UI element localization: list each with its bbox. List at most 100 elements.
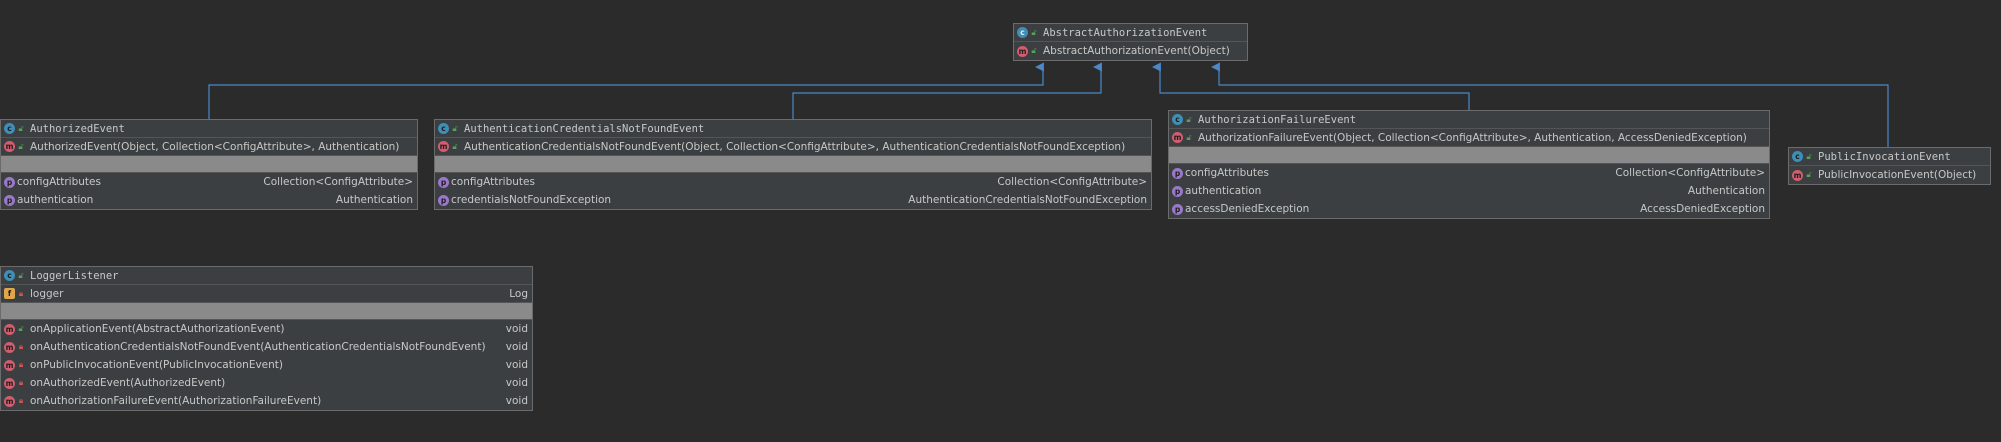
property-row: p accessDeniedException AccessDeniedExce… bbox=[1169, 200, 1769, 218]
constructor-signature: AbstractAuthorizationEvent(Object) bbox=[1043, 45, 1230, 57]
constructor-signature: AuthorizationFailureEvent(Object, Collec… bbox=[1198, 131, 1747, 144]
method-return-type: void bbox=[505, 323, 528, 335]
property-name: authentication bbox=[17, 194, 94, 206]
class-header: c 🔓︎ AuthorizedEvent bbox=[1, 120, 417, 138]
fields-separator bbox=[435, 156, 1151, 173]
class-icon: c bbox=[1792, 151, 1803, 162]
lock-open-icon: 🔓︎ bbox=[1031, 27, 1037, 37]
lock-open-icon: 🔓︎ bbox=[1806, 151, 1812, 161]
method-signature: onAuthorizedEvent(AuthorizedEvent) bbox=[30, 377, 226, 389]
class-icon: c bbox=[4, 123, 15, 134]
field-row: f 🔒︎ logger Log bbox=[1, 285, 532, 303]
method-return-type: void bbox=[505, 395, 528, 407]
field-icon: f bbox=[4, 288, 15, 299]
method-row: m 🔒︎ onPublicInvocationEvent(PublicInvoc… bbox=[1, 356, 532, 374]
method-signature: onPublicInvocationEvent(PublicInvocation… bbox=[30, 359, 283, 371]
property-type: AuthenticationCredentialsNotFoundExcepti… bbox=[908, 194, 1147, 206]
property-icon: p bbox=[438, 194, 449, 206]
constructor-signature: PublicInvocationEvent(Object) bbox=[1818, 169, 1977, 181]
property-icon: p bbox=[4, 194, 15, 206]
method-icon: m bbox=[4, 359, 15, 371]
edge-public-invocation-event bbox=[1210, 62, 1889, 147]
property-icon: p bbox=[438, 176, 449, 188]
class-node-public-invocation-event[interactable]: c 🔓︎ PublicInvocationEvent m 🔓︎ PublicIn… bbox=[1788, 147, 1991, 185]
method-icon: m bbox=[1017, 45, 1028, 57]
lock-icon: 🔒︎ bbox=[18, 360, 24, 369]
method-row: m 🔒︎ onAuthorizedEvent(AuthorizedEvent) … bbox=[1, 374, 532, 392]
fields-separator bbox=[1, 156, 417, 173]
method-icon: m bbox=[4, 377, 15, 389]
edge-authorized-event bbox=[208, 62, 1044, 119]
class-name: LoggerListener bbox=[30, 269, 119, 282]
lock-icon: 🔒︎ bbox=[18, 288, 24, 298]
lock-open-icon: 🔓︎ bbox=[1186, 114, 1192, 124]
method-icon: m bbox=[438, 141, 449, 152]
constructor-signature: AuthorizedEvent(Object, Collection<Confi… bbox=[30, 140, 400, 153]
method-row: m 🔒︎ onAuthorizationFailureEvent(Authori… bbox=[1, 392, 532, 410]
abstract-class-icon: c bbox=[1017, 27, 1028, 38]
property-row: p configAttributes Collection<ConfigAttr… bbox=[1169, 164, 1769, 182]
property-row: p authentication Authentication bbox=[1, 191, 417, 209]
property-icon: p bbox=[1172, 167, 1183, 179]
lock-open-icon: 🔓︎ bbox=[1186, 132, 1192, 142]
class-header: c 🔓︎ AuthorizationFailureEvent bbox=[1169, 111, 1769, 129]
property-icon: p bbox=[1172, 203, 1183, 215]
lock-open-icon: 🔓︎ bbox=[18, 123, 24, 133]
property-type: Authentication bbox=[1687, 185, 1765, 197]
property-name: configAttributes bbox=[1185, 167, 1269, 179]
edge-credentials-not-found-event bbox=[792, 62, 1102, 119]
property-type: Collection<ConfigAttribute> bbox=[263, 176, 413, 188]
class-name: AbstractAuthorizationEvent bbox=[1043, 26, 1208, 39]
field-name: logger bbox=[30, 287, 64, 300]
property-row: p authentication Authentication bbox=[1169, 182, 1769, 200]
class-node-authentication-credentials-not-found-event[interactable]: c 🔓︎ AuthenticationCredentialsNotFoundEv… bbox=[434, 119, 1152, 210]
class-icon: c bbox=[438, 123, 449, 134]
method-row: m 🔓︎ onApplicationEvent(AbstractAuthoriz… bbox=[1, 320, 532, 338]
property-name: configAttributes bbox=[17, 176, 101, 188]
property-type: AccessDeniedException bbox=[1640, 203, 1765, 215]
method-icon: m bbox=[4, 323, 15, 335]
property-name: accessDeniedException bbox=[1185, 203, 1310, 215]
constructor-row: m 🔓︎ AuthorizedEvent(Object, Collection<… bbox=[1, 138, 417, 156]
class-icon: c bbox=[1172, 114, 1183, 125]
edge-authorization-failure-event bbox=[1151, 62, 1470, 110]
class-icon: c bbox=[4, 270, 15, 281]
lock-open-icon: 🔓︎ bbox=[1031, 46, 1037, 55]
field-type: Log bbox=[509, 287, 528, 300]
method-signature: onAuthenticationCredentialsNotFoundEvent… bbox=[30, 341, 486, 353]
property-type: Collection<ConfigAttribute> bbox=[997, 176, 1147, 188]
property-row: p configAttributes Collection<ConfigAttr… bbox=[1, 173, 417, 191]
method-icon: m bbox=[1792, 169, 1803, 181]
method-icon: m bbox=[4, 341, 15, 353]
lock-open-icon: 🔓︎ bbox=[452, 141, 458, 151]
constructor-signature: AuthenticationCredentialsNotFoundEvent(O… bbox=[464, 140, 1126, 153]
method-return-type: void bbox=[505, 359, 528, 371]
property-type: Collection<ConfigAttribute> bbox=[1615, 167, 1765, 179]
lock-open-icon: 🔓︎ bbox=[18, 324, 24, 333]
class-node-logger-listener[interactable]: c 🔓︎ LoggerListener f 🔒︎ logger Log m 🔓︎… bbox=[0, 266, 533, 411]
lock-icon: 🔒︎ bbox=[18, 396, 24, 405]
lock-open-icon: 🔓︎ bbox=[1806, 170, 1812, 179]
lock-open-icon: 🔓︎ bbox=[18, 141, 24, 151]
property-name: credentialsNotFoundException bbox=[451, 194, 612, 206]
property-icon: p bbox=[4, 176, 15, 188]
class-header: c 🔓︎ AuthenticationCredentialsNotFoundEv… bbox=[435, 120, 1151, 138]
method-icon: m bbox=[4, 141, 15, 152]
lock-icon: 🔒︎ bbox=[18, 378, 24, 387]
method-return-type: void bbox=[505, 377, 528, 389]
property-name: authentication bbox=[1185, 185, 1262, 197]
methods-separator bbox=[1, 303, 532, 320]
constructor-row: m 🔓︎ AuthenticationCredentialsNotFoundEv… bbox=[435, 138, 1151, 156]
method-return-type: void bbox=[505, 341, 528, 353]
class-header: c 🔓︎ PublicInvocationEvent bbox=[1789, 148, 1990, 166]
method-row: m 🔒︎ onAuthenticationCredentialsNotFound… bbox=[1, 338, 532, 356]
method-icon: m bbox=[1172, 132, 1183, 143]
property-name: configAttributes bbox=[451, 176, 535, 188]
class-node-authorized-event[interactable]: c 🔓︎ AuthorizedEvent m 🔓︎ AuthorizedEven… bbox=[0, 119, 418, 210]
class-node-abstract-authorization-event[interactable]: c 🔓︎ AbstractAuthorizationEvent m 🔓︎ Abs… bbox=[1013, 23, 1248, 61]
lock-open-icon: 🔓︎ bbox=[452, 123, 458, 133]
property-icon: p bbox=[1172, 185, 1183, 197]
property-row: p credentialsNotFoundException Authentic… bbox=[435, 191, 1151, 209]
class-node-authorization-failure-event[interactable]: c 🔓︎ AuthorizationFailureEvent m 🔓︎ Auth… bbox=[1168, 110, 1770, 219]
